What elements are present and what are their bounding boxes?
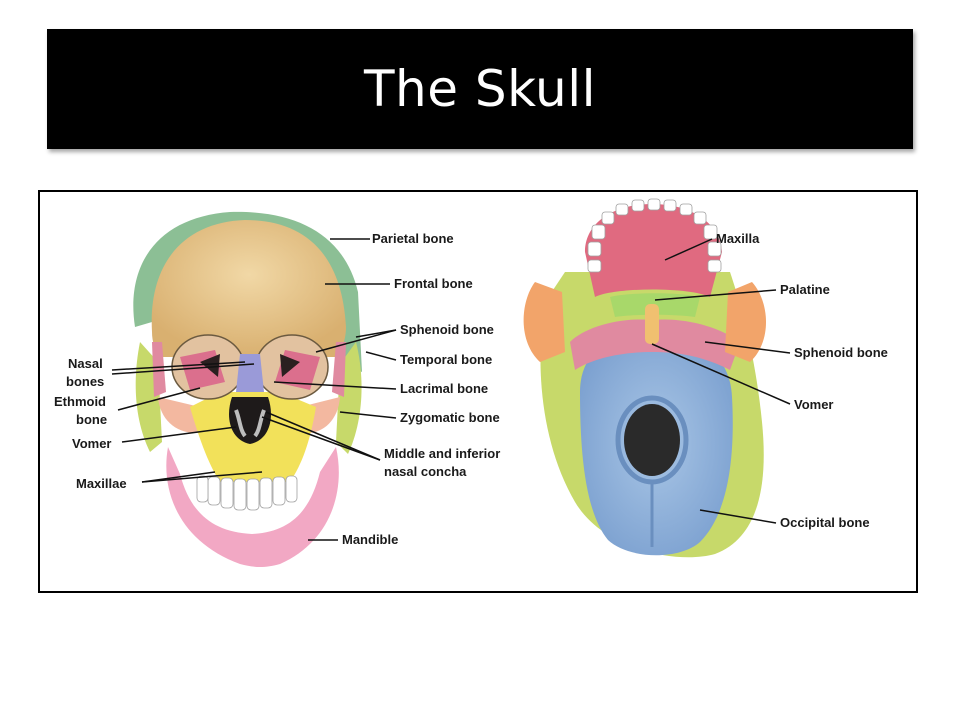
- label-palatine: Palatine: [780, 282, 830, 297]
- label-nasal-1: Nasal: [68, 356, 103, 371]
- nasal-concha-right: [253, 409, 266, 438]
- label-ethmoid-2: bone: [76, 412, 107, 427]
- label-ethmoid-1: Ethmoid: [54, 394, 106, 409]
- skull-diagram: Parietal bone Frontal bone Sphenoid bone…: [54, 198, 888, 567]
- mandible-shape: [166, 447, 339, 567]
- label-sphenoid-inferior: Sphenoid bone: [794, 345, 888, 360]
- temporal-inferior-right: [725, 282, 766, 362]
- sphenoid-bone-shape-right: [332, 342, 346, 397]
- inferior-leader-lines: [651, 238, 791, 524]
- slide-title: The Skull: [363, 60, 596, 118]
- frontal-bone-shape: [151, 220, 346, 357]
- label-vomer-inferior: Vomer: [794, 397, 834, 412]
- inferior-skull: [523, 198, 766, 558]
- label-parietal-bone: Parietal bone: [372, 231, 454, 246]
- label-maxillae: Maxillae: [76, 476, 127, 491]
- nasal-concha-left: [234, 409, 247, 438]
- foramen-magnum: [624, 404, 680, 476]
- nasal-aperture: [229, 397, 271, 444]
- label-maxilla: Maxilla: [716, 231, 760, 246]
- label-temporal-bone: Temporal bone: [400, 352, 492, 367]
- temporal-inferior-left: [523, 282, 565, 362]
- sphenoid-bone-shape: [152, 342, 166, 397]
- maxilla-inferior-shape: [585, 204, 722, 297]
- label-mandible: Mandible: [342, 532, 398, 547]
- label-concha-1: Middle and inferior: [384, 446, 500, 461]
- label-vomer: Vomer: [72, 436, 112, 451]
- label-sphenoid-bone: Sphenoid bone: [400, 322, 494, 337]
- left-orbit-shadow: [200, 354, 220, 377]
- vomer-inferior-shape: [645, 304, 659, 344]
- label-concha-2: nasal concha: [384, 464, 467, 479]
- front-teeth: [196, 475, 298, 511]
- label-occipital-bone: Occipital bone: [780, 515, 870, 530]
- label-zygomatic-bone: Zygomatic bone: [400, 410, 500, 425]
- label-lacrimal-bone: Lacrimal bone: [400, 381, 488, 396]
- inferior-labels: Maxilla Palatine Sphenoid bone Vomer Occ…: [716, 231, 888, 530]
- right-orbit-shadow: [280, 354, 300, 377]
- anterior-leader-lines: [111, 238, 397, 541]
- slide-title-bar: The Skull: [47, 29, 913, 149]
- label-nasal-2: bones: [66, 374, 104, 389]
- anterior-labels: Parietal bone Frontal bone Sphenoid bone…: [54, 231, 500, 547]
- label-frontal-bone: Frontal bone: [394, 276, 473, 291]
- upper-teeth-arc: [587, 198, 722, 273]
- nasal-bones-shape: [236, 354, 264, 392]
- anterior-skull: [133, 211, 362, 567]
- skull-figure: Parietal bone Frontal bone Sphenoid bone…: [38, 190, 918, 593]
